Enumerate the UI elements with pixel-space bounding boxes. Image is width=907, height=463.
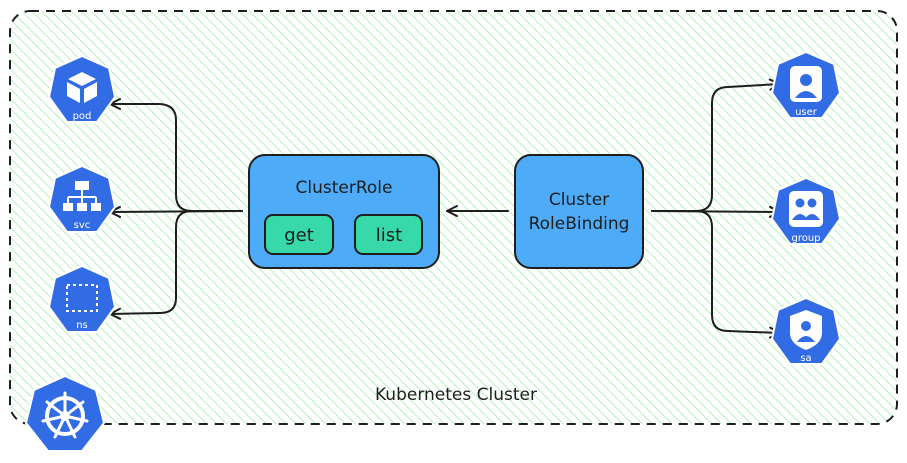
role-to-resource-arrows (109, 98, 243, 320)
pod-label: pod (73, 111, 92, 122)
ns-resource[interactable]: ns (47, 264, 117, 333)
verb-list[interactable]: list (354, 214, 423, 255)
sa-subject[interactable]: sa (770, 296, 842, 365)
svc-resource[interactable]: svc (47, 164, 117, 233)
person-icon (790, 66, 822, 102)
cluster-role-binding-box[interactable]: Cluster RoleBinding (514, 154, 644, 269)
cube-icon (67, 72, 97, 103)
binding-label-line2: RoleBinding (529, 214, 630, 234)
verb-list-label: list (376, 225, 402, 246)
kubernetes-logo-icon (24, 374, 106, 452)
cluster-boundary (9, 10, 898, 425)
verb-get[interactable]: get (264, 214, 334, 255)
dashed-square-icon (66, 284, 98, 312)
svc-label: svc (74, 220, 91, 231)
people-icon (789, 191, 823, 227)
user-label: user (795, 107, 818, 118)
network-tree-icon (63, 181, 101, 211)
binding-label-line1: Cluster (549, 190, 609, 210)
user-subject[interactable]: user (770, 50, 842, 119)
group-label: group (791, 233, 820, 244)
cluster-role-label: ClusterRole (296, 178, 393, 198)
sa-label: sa (800, 353, 811, 364)
pod-resource[interactable]: pod (47, 54, 117, 123)
verb-get-label: get (284, 225, 314, 246)
ns-label: ns (76, 320, 88, 331)
cluster-label: Kubernetes Cluster (375, 385, 537, 405)
group-subject[interactable]: group (770, 176, 842, 245)
cluster-role-box[interactable]: ClusterRole get list (248, 154, 440, 269)
shield-person-icon (790, 310, 822, 350)
binding-to-subject-arrows (651, 78, 781, 339)
